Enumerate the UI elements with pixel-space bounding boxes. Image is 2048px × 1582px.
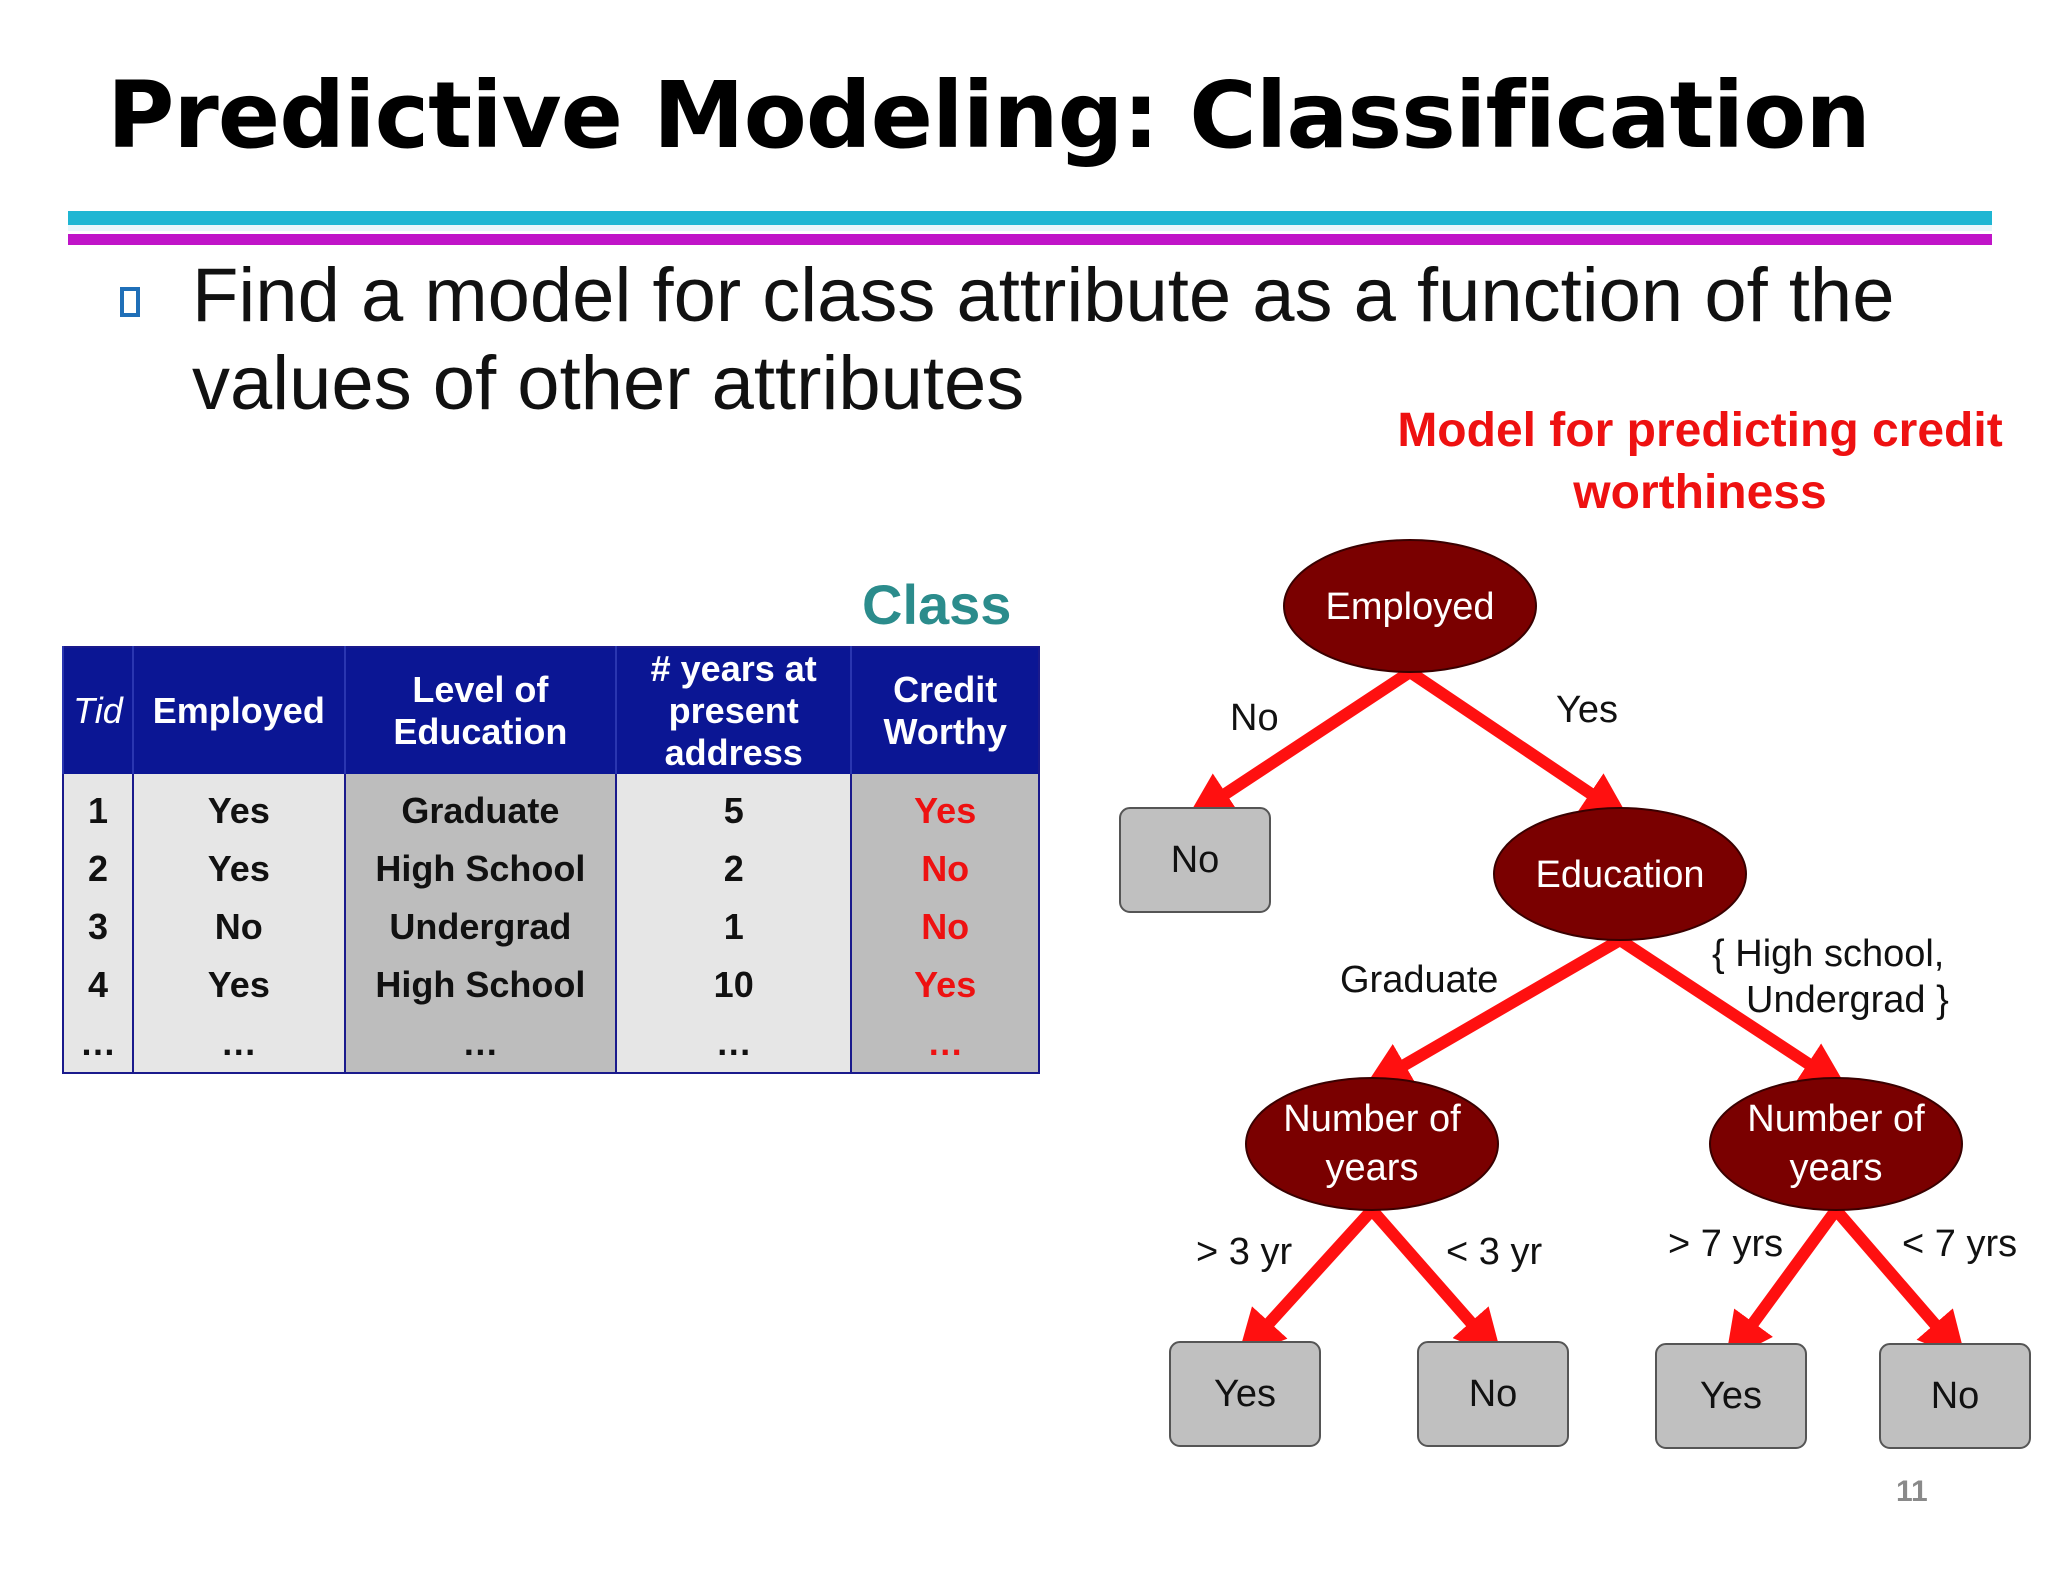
- model-title: Model for predicting credit worthiness: [1340, 400, 2048, 524]
- cell-tid: 2: [62, 840, 133, 898]
- page-number: 11: [1896, 1475, 1928, 1508]
- cell-employed: Yes: [131, 840, 345, 898]
- leaf-left-gt-label: Yes: [1214, 1373, 1276, 1415]
- header-years-line-3: address: [664, 732, 803, 773]
- cell-employed: Yes: [131, 774, 345, 840]
- header-credit-line-2: Worthy: [883, 711, 1007, 752]
- cell-credit: Yes: [850, 774, 1039, 840]
- node-employed-label: Employed: [1326, 586, 1495, 628]
- table-row: 1 Yes Graduate 5 Yes: [62, 774, 1039, 840]
- node-education: [1493, 807, 1747, 941]
- edge-education-graduate: [1363, 934, 1626, 1089]
- header-education-line-1: Level of: [412, 669, 549, 710]
- leaf-employed-no: [1119, 807, 1271, 913]
- edge-employed-yes: [1404, 666, 1630, 821]
- edge-employed-no: [1185, 666, 1416, 820]
- cell-tid: 4: [62, 956, 133, 1014]
- bullet-square-icon: [120, 287, 140, 317]
- node-years-left-label-1: Number of: [1283, 1098, 1461, 1140]
- leaf-left-gt: [1169, 1341, 1321, 1447]
- slide-title: Predictive Modeling: Classification: [107, 62, 1871, 169]
- cell-tid: 1: [62, 774, 133, 840]
- node-employed: [1283, 539, 1537, 673]
- cell-credit: No: [850, 840, 1039, 898]
- cell-employed: Yes: [131, 956, 345, 1014]
- leaf-right-lt-label: No: [1931, 1375, 1980, 1417]
- cell-years: 5: [615, 774, 852, 840]
- class-label: Class: [862, 573, 1012, 636]
- header-years-line-1: # years at: [650, 648, 817, 689]
- cell-education: High School: [343, 956, 617, 1014]
- title-rule-magenta: [68, 234, 1992, 245]
- leaf-right-gt: [1655, 1343, 1807, 1449]
- table-header-row: Tid Employed Level of Education # years …: [62, 647, 1039, 774]
- edge-label-right-lt: < 7 yrs: [1902, 1223, 2017, 1265]
- node-education-label: Education: [1535, 854, 1704, 896]
- cell-tid: 3: [62, 898, 133, 956]
- edge-right-gt: [1725, 1204, 1842, 1362]
- header-education-line-2: Education: [393, 711, 568, 752]
- table-row: 4 Yes High School 10 Yes: [62, 956, 1039, 1014]
- node-years-left-label-2: years: [1326, 1147, 1419, 1189]
- title-rule-cyan: [68, 211, 1992, 225]
- header-education: Level of Education: [343, 647, 617, 774]
- edge-label-employed-no: No: [1230, 697, 1279, 739]
- title-rule-gap: [68, 225, 1992, 231]
- node-years-right: [1709, 1077, 1963, 1211]
- training-data-table: Tid Employed Level of Education # years …: [62, 646, 1040, 1074]
- model-title-line-2: worthiness: [1573, 466, 1827, 519]
- leaf-left-lt: [1417, 1341, 1569, 1447]
- edge-left-gt: [1237, 1204, 1378, 1358]
- edge-label-graduate: Graduate: [1340, 959, 1498, 1001]
- leaf-employed-no-label: No: [1171, 839, 1220, 881]
- cell-years: 2: [615, 840, 852, 898]
- leaf-right-gt-label: Yes: [1700, 1375, 1762, 1417]
- header-years-line-2: present: [668, 690, 799, 731]
- cell-employed: No: [131, 898, 345, 956]
- cell-education: High School: [343, 840, 617, 898]
- table-row: … … … … …: [62, 1014, 1039, 1073]
- cell-years: 10: [615, 956, 852, 1014]
- edge-label-left-gt: > 3 yr: [1196, 1231, 1292, 1273]
- edge-label-other-2: Undergrad }: [1746, 979, 1949, 1021]
- cell-tid: …: [62, 1014, 133, 1073]
- model-title-line-1: Model for predicting credit: [1397, 404, 2003, 457]
- edge-label-employed-yes: Yes: [1556, 689, 1618, 731]
- table-row: 2 Yes High School 2 No: [62, 840, 1039, 898]
- cell-education: Graduate: [343, 774, 617, 840]
- header-years: # years at present address: [615, 647, 852, 774]
- cell-credit: No: [850, 898, 1039, 956]
- edge-education-other: [1614, 934, 1849, 1090]
- table-row: 3 No Undergrad 1 No: [62, 898, 1039, 956]
- bullet-text: Find a model for class attribute as a fu…: [192, 253, 1895, 426]
- leaf-right-lt: [1879, 1343, 2031, 1449]
- cell-employed: …: [131, 1014, 345, 1073]
- leaf-left-lt-label: No: [1469, 1373, 1518, 1415]
- edge-label-other-1: { High school,: [1712, 933, 1944, 975]
- edge-left-lt: [1366, 1204, 1503, 1359]
- node-years-right-label-1: Number of: [1747, 1098, 1925, 1140]
- header-credit-line-1: Credit: [893, 669, 998, 710]
- header-tid: Tid: [62, 647, 133, 774]
- edge-label-right-gt: > 7 yrs: [1668, 1223, 1783, 1265]
- edge-right-lt: [1830, 1204, 1967, 1361]
- node-years-right-label-2: years: [1790, 1147, 1883, 1189]
- cell-education: …: [343, 1014, 617, 1073]
- cell-years: …: [615, 1014, 852, 1073]
- cell-credit: …: [850, 1014, 1039, 1073]
- cell-years: 1: [615, 898, 852, 956]
- cell-education: Undergrad: [343, 898, 617, 956]
- edge-label-left-lt: < 3 yr: [1446, 1231, 1542, 1273]
- node-years-left: [1245, 1077, 1499, 1211]
- header-credit: Credit Worthy: [850, 647, 1039, 774]
- cell-credit: Yes: [850, 956, 1039, 1014]
- header-employed: Employed: [131, 647, 345, 774]
